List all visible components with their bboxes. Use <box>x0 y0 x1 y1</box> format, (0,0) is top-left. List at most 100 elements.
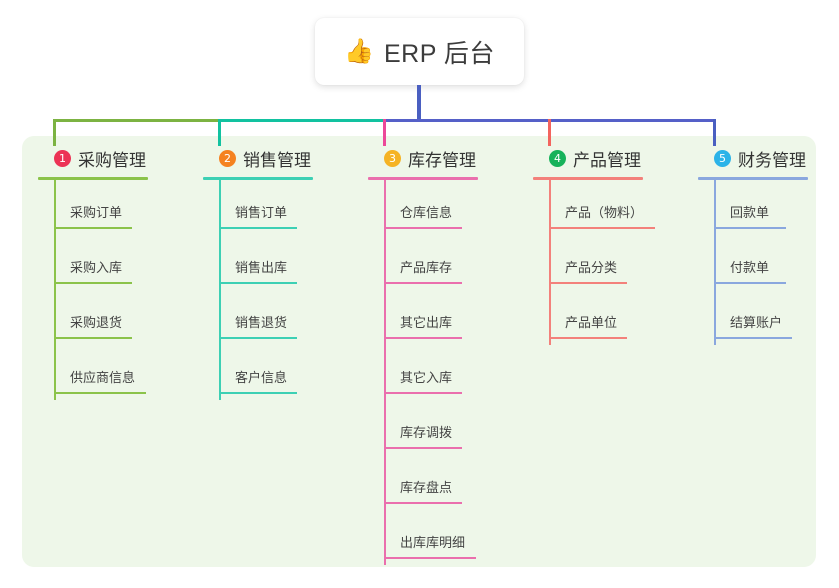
leaf-item[interactable]: 采购订单 <box>38 180 148 235</box>
branch-items: 采购订单采购入库采购退货供应商信息 <box>38 180 148 400</box>
leaf-item-label: 产品分类 <box>565 260 618 275</box>
leaf-item[interactable]: 其它入库 <box>368 345 478 400</box>
branch-number-badge: 1 <box>54 149 71 167</box>
leaf-item[interactable]: 库存调拨 <box>368 400 478 455</box>
drop-line-1 <box>53 119 56 146</box>
leaf-item[interactable]: 客户信息 <box>203 345 313 400</box>
branch-header-rule <box>698 177 808 180</box>
leaf-item-rule <box>219 392 297 394</box>
leaf-item-label: 产品库存 <box>400 260 453 275</box>
leaf-item-label: 采购退货 <box>70 315 123 330</box>
thumbs-up-icon: 👍 <box>344 37 374 65</box>
branch-items: 回款单付款单结算账户 <box>698 180 808 345</box>
branch-spine <box>219 180 221 400</box>
leaf-item-label: 销售出库 <box>235 260 288 275</box>
leaf-item-rule <box>549 227 655 229</box>
branch-header-rule <box>203 177 313 180</box>
branch-items: 销售订单销售出库销售退货客户信息 <box>203 180 313 400</box>
leaf-item-label: 出库库明细 <box>400 535 466 550</box>
leaf-item-label: 采购入库 <box>70 260 123 275</box>
leaf-item-rule <box>54 227 132 229</box>
leaf-item-rule <box>219 227 297 229</box>
leaf-item[interactable]: 产品（物料） <box>533 180 655 235</box>
leaf-item-label: 付款单 <box>730 260 770 275</box>
drop-line-2 <box>218 119 221 146</box>
leaf-item-rule <box>549 282 627 284</box>
leaf-item-label: 其它出库 <box>400 315 453 330</box>
branch-title: 库存管理 <box>408 150 476 170</box>
branch-number-badge: 5 <box>714 149 731 167</box>
leaf-item-label: 销售订单 <box>235 205 288 220</box>
leaf-item-label: 产品（物料） <box>565 205 644 220</box>
leaf-item[interactable]: 采购退货 <box>38 290 148 345</box>
leaf-item[interactable]: 结算账户 <box>698 290 808 345</box>
leaf-item[interactable]: 产品分类 <box>533 235 643 290</box>
bus-segment-1 <box>53 119 220 122</box>
leaf-item-label: 库存盘点 <box>400 480 453 495</box>
leaf-item[interactable]: 出库库明细 <box>368 510 478 565</box>
leaf-item[interactable]: 其它出库 <box>368 290 478 345</box>
leaf-item-rule <box>384 392 462 394</box>
branch-items: 仓库信息产品库存其它出库其它入库库存调拨库存盘点出库库明细 <box>368 180 478 565</box>
leaf-item[interactable]: 销售订单 <box>203 180 313 235</box>
leaf-item-label: 库存调拨 <box>400 425 453 440</box>
leaf-item-rule <box>384 282 462 284</box>
leaf-item[interactable]: 库存盘点 <box>368 455 478 510</box>
leaf-item[interactable]: 回款单 <box>698 180 808 235</box>
branch-spine <box>549 180 551 345</box>
branch-header-1[interactable]: 1 采购管理 <box>38 146 148 170</box>
branch-header-rule <box>533 177 643 180</box>
drop-line-3 <box>383 119 386 146</box>
branch-header-rule <box>368 177 478 180</box>
branch-title: 产品管理 <box>573 150 641 170</box>
leaf-item[interactable]: 销售退货 <box>203 290 313 345</box>
leaf-item-rule <box>219 337 297 339</box>
branch-spine <box>714 180 716 345</box>
branch-column-3: 3 库存管理仓库信息产品库存其它出库其它入库库存调拨库存盘点出库库明细 <box>368 146 478 565</box>
leaf-item[interactable]: 产品单位 <box>533 290 643 345</box>
branch-header-rule <box>38 177 148 180</box>
drop-line-5 <box>713 119 716 146</box>
leaf-item-rule <box>54 282 132 284</box>
bus-segment-2 <box>218 119 385 122</box>
leaf-item-label: 仓库信息 <box>400 205 453 220</box>
leaf-item-label: 采购订单 <box>70 205 123 220</box>
leaf-item[interactable]: 采购入库 <box>38 235 148 290</box>
branch-title: 采购管理 <box>78 150 146 170</box>
leaf-item[interactable]: 仓库信息 <box>368 180 478 235</box>
leaf-item-rule <box>714 282 786 284</box>
leaf-item-label: 销售退货 <box>235 315 288 330</box>
leaf-item-rule <box>384 227 462 229</box>
leaf-item-label: 回款单 <box>730 205 770 220</box>
leaf-item-rule <box>384 557 476 559</box>
leaf-item[interactable]: 销售出库 <box>203 235 313 290</box>
root-node[interactable]: 👍 ERP 后台 <box>315 18 524 85</box>
branch-header-3[interactable]: 3 库存管理 <box>368 146 478 170</box>
leaf-item-rule <box>714 227 786 229</box>
drop-line-4 <box>548 119 551 146</box>
leaf-item-rule <box>219 282 297 284</box>
branches-panel <box>22 136 816 567</box>
leaf-item-label: 产品单位 <box>565 315 618 330</box>
leaf-item-rule <box>714 337 792 339</box>
leaf-item[interactable]: 产品库存 <box>368 235 478 290</box>
leaf-item-label: 客户信息 <box>235 370 288 385</box>
leaf-item[interactable]: 付款单 <box>698 235 808 290</box>
leaf-item-label: 其它入库 <box>400 370 453 385</box>
leaf-item-rule <box>549 337 627 339</box>
leaf-item-rule <box>384 502 462 504</box>
branch-spine <box>384 180 386 565</box>
leaf-item-label: 结算账户 <box>730 315 783 330</box>
branch-number-badge: 3 <box>384 149 401 167</box>
branch-items: 产品（物料） 产品分类产品单位 <box>533 180 655 345</box>
leaf-item[interactable]: 供应商信息 <box>38 345 148 400</box>
branch-number-badge: 2 <box>219 149 236 167</box>
leaf-item-rule <box>54 392 146 394</box>
